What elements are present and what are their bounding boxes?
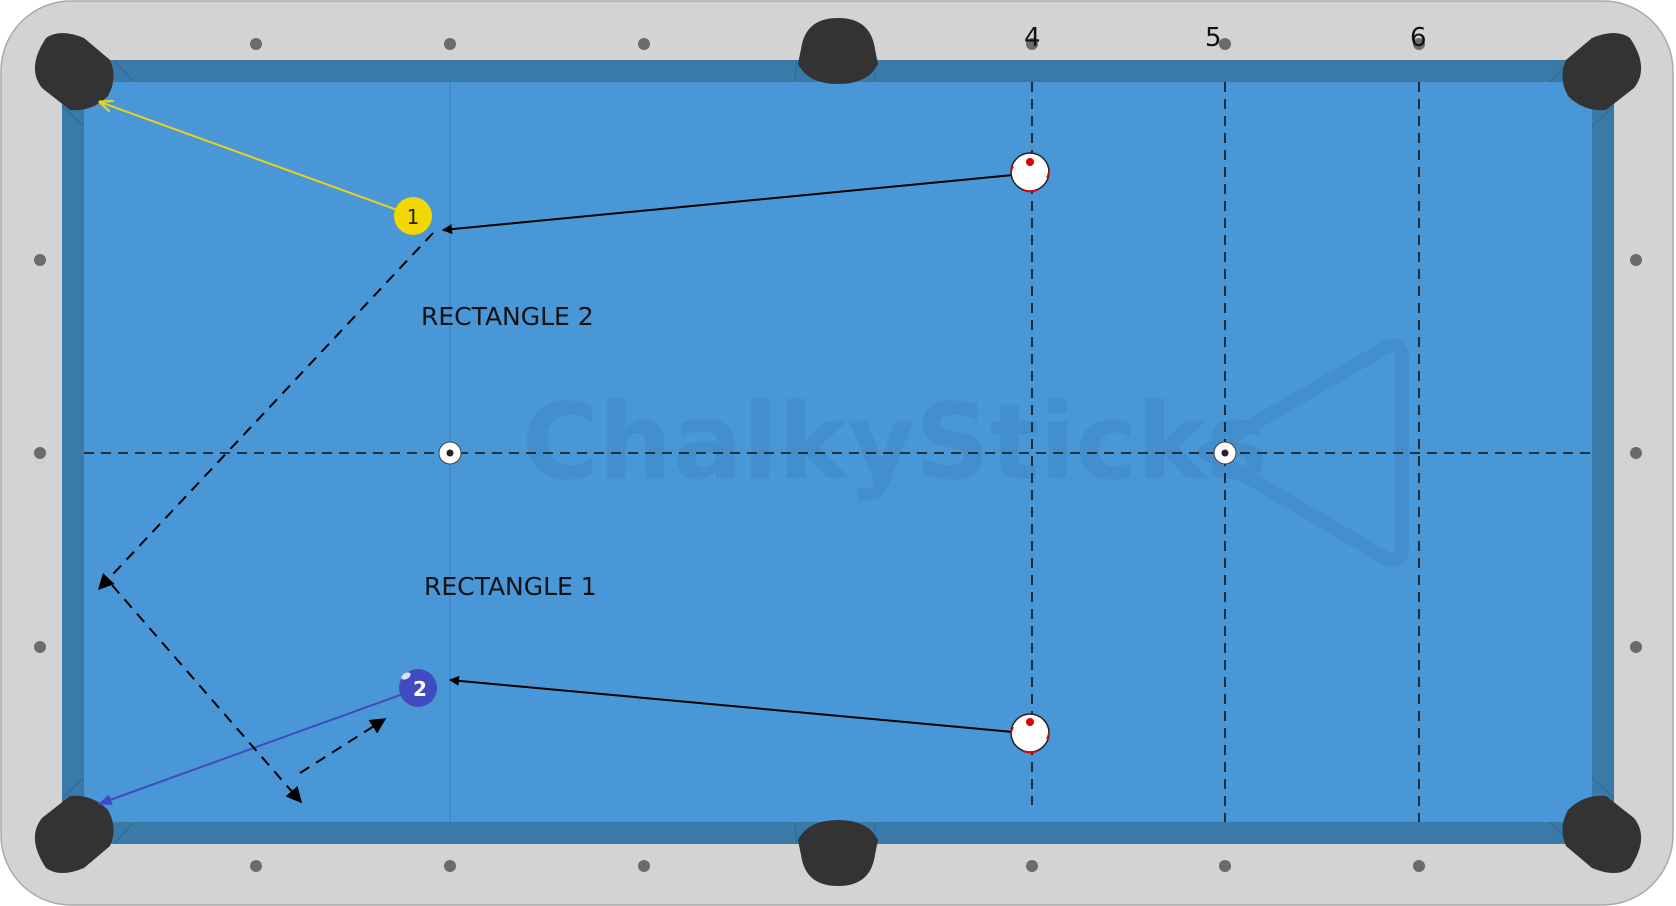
ball-2-path-to-pocket (97, 694, 401, 805)
pocket-top-middle (798, 18, 878, 84)
rack-triangle-icon (1198, 338, 1409, 568)
watermark-logo: ChalkySticks (522, 338, 1409, 568)
cue-ball-aim-line-top (442, 174, 1014, 235)
svg-text:2: 2 (413, 677, 427, 701)
object-ball-1: 1 (394, 197, 432, 235)
pockets (34, 18, 1642, 886)
diamond-number-4: 4 (1024, 23, 1041, 53)
cue-ball-aim-line-bottom (449, 675, 1014, 733)
pocket-bottom-middle (798, 820, 878, 886)
pocket-bottom-right (1562, 795, 1642, 873)
zone-label-rectangle-1: RECTANGLE 1 (424, 572, 597, 601)
cue-ball-top (1010, 152, 1050, 193)
cue-ball-bottom (1010, 713, 1050, 754)
cue-ball-route-segment-3 (299, 718, 387, 774)
pocket-top-right (1562, 33, 1642, 111)
svg-text:1: 1 (407, 205, 420, 229)
zone-label-rectangle-2: RECTANGLE 2 (421, 302, 594, 331)
pocket-top-left (34, 33, 114, 111)
object-ball-2: 2 (399, 669, 437, 707)
rail-diamonds (34, 38, 1642, 872)
cue-ball-route-segment-2 (111, 584, 303, 804)
head-spot (438, 441, 462, 465)
diamond-number-6: 6 (1410, 23, 1427, 53)
foot-spot (1213, 441, 1237, 465)
diamond-number-5: 5 (1205, 23, 1222, 53)
cue-ball-route-segment-1 (97, 232, 434, 591)
playing-surface (84, 82, 1592, 822)
ball-1-path-to-pocket (100, 102, 401, 212)
watermark-text: ChalkySticks (522, 381, 1268, 503)
pocket-bottom-left (34, 795, 114, 873)
